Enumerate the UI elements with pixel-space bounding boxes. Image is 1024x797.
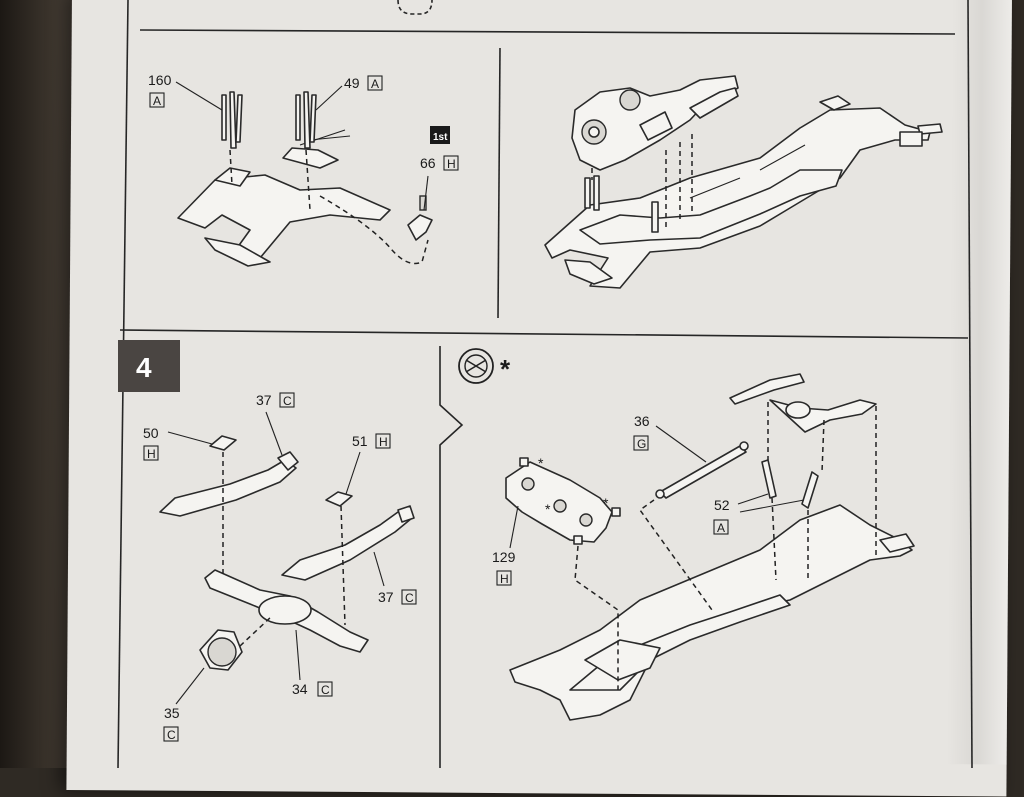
step-number-box xyxy=(118,340,180,392)
callout-number: 36 xyxy=(634,413,650,429)
first-step-badge: 1st xyxy=(430,126,450,144)
callout-66: 66 H xyxy=(420,155,459,171)
part-129-crossmember xyxy=(505,457,621,545)
badge-text: 1st xyxy=(433,132,448,143)
callout-letter: H xyxy=(500,572,509,586)
callout-letter: A xyxy=(153,94,161,108)
bottom-right-panel: * xyxy=(458,348,915,721)
callout-letter: H xyxy=(447,157,456,171)
callout-37-top: 37 C xyxy=(256,392,295,456)
callout-50: 50 H xyxy=(143,425,213,461)
part-49-brackets xyxy=(295,91,317,149)
callout-letter: A xyxy=(717,521,725,535)
rear-leaf-spring xyxy=(281,505,415,581)
top-left-panel: 160 A 49 A 1st 66 H xyxy=(148,72,459,267)
callout-number: 129 xyxy=(492,549,516,565)
callout-letter: C xyxy=(283,394,292,408)
glue-asterisk-1: * xyxy=(538,455,544,471)
part-160-brackets xyxy=(221,91,243,149)
upper-brackets xyxy=(729,373,877,433)
main-chassis xyxy=(509,504,915,721)
glue-warning-icon xyxy=(458,348,494,384)
step-number: 4 xyxy=(136,352,152,383)
glue-asterisk-3: * xyxy=(603,495,609,511)
callout-51: 51 H xyxy=(345,433,391,495)
callout-129: 129 H xyxy=(492,505,519,586)
part-52-links xyxy=(761,459,819,509)
callout-number: 37 xyxy=(256,392,272,408)
callout-number: 35 xyxy=(164,705,180,721)
callout-letter: H xyxy=(379,435,388,449)
engine-transmission xyxy=(571,75,739,171)
callout-letter: H xyxy=(147,447,156,461)
callout-number: 51 xyxy=(352,433,368,449)
callout-letter: C xyxy=(405,591,414,605)
front-leaf-spring xyxy=(159,451,299,517)
callout-number: 49 xyxy=(344,75,360,91)
glue-points: * * * xyxy=(538,455,609,517)
engine-mounts xyxy=(584,175,659,233)
panel-frame xyxy=(117,0,973,768)
callout-49: 49 A xyxy=(315,75,383,111)
top-right-panel xyxy=(544,75,943,289)
callout-number: 34 xyxy=(292,681,308,697)
callout-number: 66 xyxy=(420,155,436,171)
callout-letter: A xyxy=(371,77,379,91)
callout-number: 52 xyxy=(714,497,730,513)
callout-37-right: 37 C xyxy=(373,551,417,605)
part-66-steering-box xyxy=(407,195,433,241)
callout-35: 35 C xyxy=(163,667,205,742)
crossmember-36 xyxy=(655,441,749,499)
callout-160: 160 A xyxy=(148,72,223,111)
assembly-diagram: 160 A 49 A 1st 66 H xyxy=(117,0,973,768)
callout-34: 34 C xyxy=(292,629,333,697)
callout-number: 50 xyxy=(143,425,159,441)
differential-cover xyxy=(199,629,243,671)
callout-number: 37 xyxy=(378,589,394,605)
step-4-panel: 4 37 C 50 xyxy=(118,340,417,742)
spring-pads xyxy=(209,435,353,507)
callout-number: 160 xyxy=(148,72,172,88)
glue-asterisk-2: * xyxy=(545,501,551,517)
glue-asterisk: * xyxy=(500,354,511,384)
callout-36: 36 G xyxy=(633,413,707,463)
callout-letter: C xyxy=(167,728,176,742)
callout-letter: G xyxy=(637,437,646,451)
chassis-frame xyxy=(544,95,943,289)
callout-52: 52 A xyxy=(713,493,805,535)
front-frame-section xyxy=(177,129,391,267)
rear-axle xyxy=(204,569,369,653)
callout-letter: C xyxy=(321,683,330,697)
